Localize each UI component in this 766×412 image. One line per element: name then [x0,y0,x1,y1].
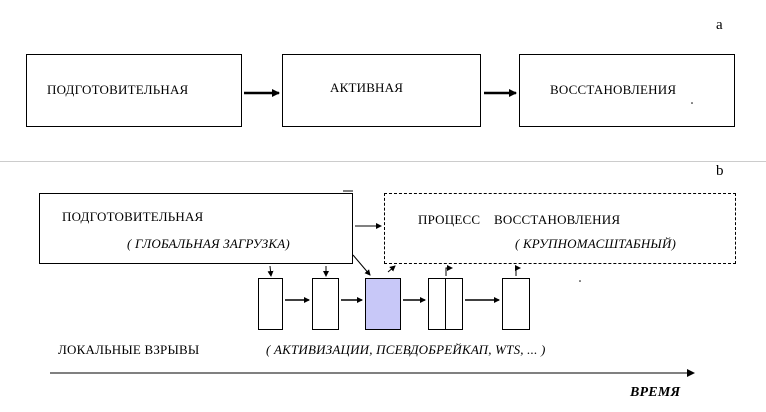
local-event-box-highlighted [365,278,401,330]
stage-recovery-label: ВОССТАНОВЛЕНИЯ [550,82,677,97]
prep-label: ПОДГОТОВИТЕЛЬНАЯ [62,209,204,224]
prep-box: ПОДГОТОВИТЕЛЬНАЯ ( ГЛОБАЛЬНАЯ ЗАГРУЗКА) [39,193,353,264]
recovery-process-box: ПРОЦЕСС ВОССТАНОВЛЕНИЯ ( КРУПНОМАСШТАБНЫ… [384,193,736,264]
local-event-box [502,278,530,330]
local-to-recovery-arrow [515,265,521,276]
stage-prep-box: ПОДГОТОВИТЕЛЬНАЯ [26,54,242,127]
prep-to-local-arrow [267,265,274,277]
local-event-box [258,278,283,330]
panel-divider [0,161,766,162]
recovery-process-label: ПРОЦЕСС ВОССТАНОВЛЕНИЯ [418,212,621,227]
time-axis-label: ВРЕМЯ [630,385,681,400]
local-bursts-label: ЛОКАЛЬНЫЕ ВЗРЫВЫ [58,342,200,357]
local-bursts-sublabel: ( АКТИВИЗАЦИИ, ПСЕВДОБРЕЙКАП, WTS, ... ) [266,342,546,357]
stage-prep-label: ПОДГОТОВИТЕЛЬНАЯ [47,82,189,97]
stage-recovery-box: ВОССТАНОВЛЕНИЯ [519,54,735,127]
local-to-recovery-arrow [445,265,453,276]
local-event-box [312,278,339,330]
local-event-box-divider [445,278,446,330]
prep-to-local-arrow [352,254,371,276]
prep-sublabel: ( ГЛОБАЛЬНАЯ ЗАГРУЗКА) [127,236,290,251]
panel-a-letter: a [716,17,723,33]
stage-active-label: АКТИВНАЯ [330,80,404,95]
recovery-process-sublabel: ( КРУПНОМАСШТАБНЫЙ) [515,236,677,251]
local-to-recovery-arrow [387,265,396,273]
panel-b-letter: b [716,163,724,179]
stage-active-box: АКТИВНАЯ [282,54,481,127]
